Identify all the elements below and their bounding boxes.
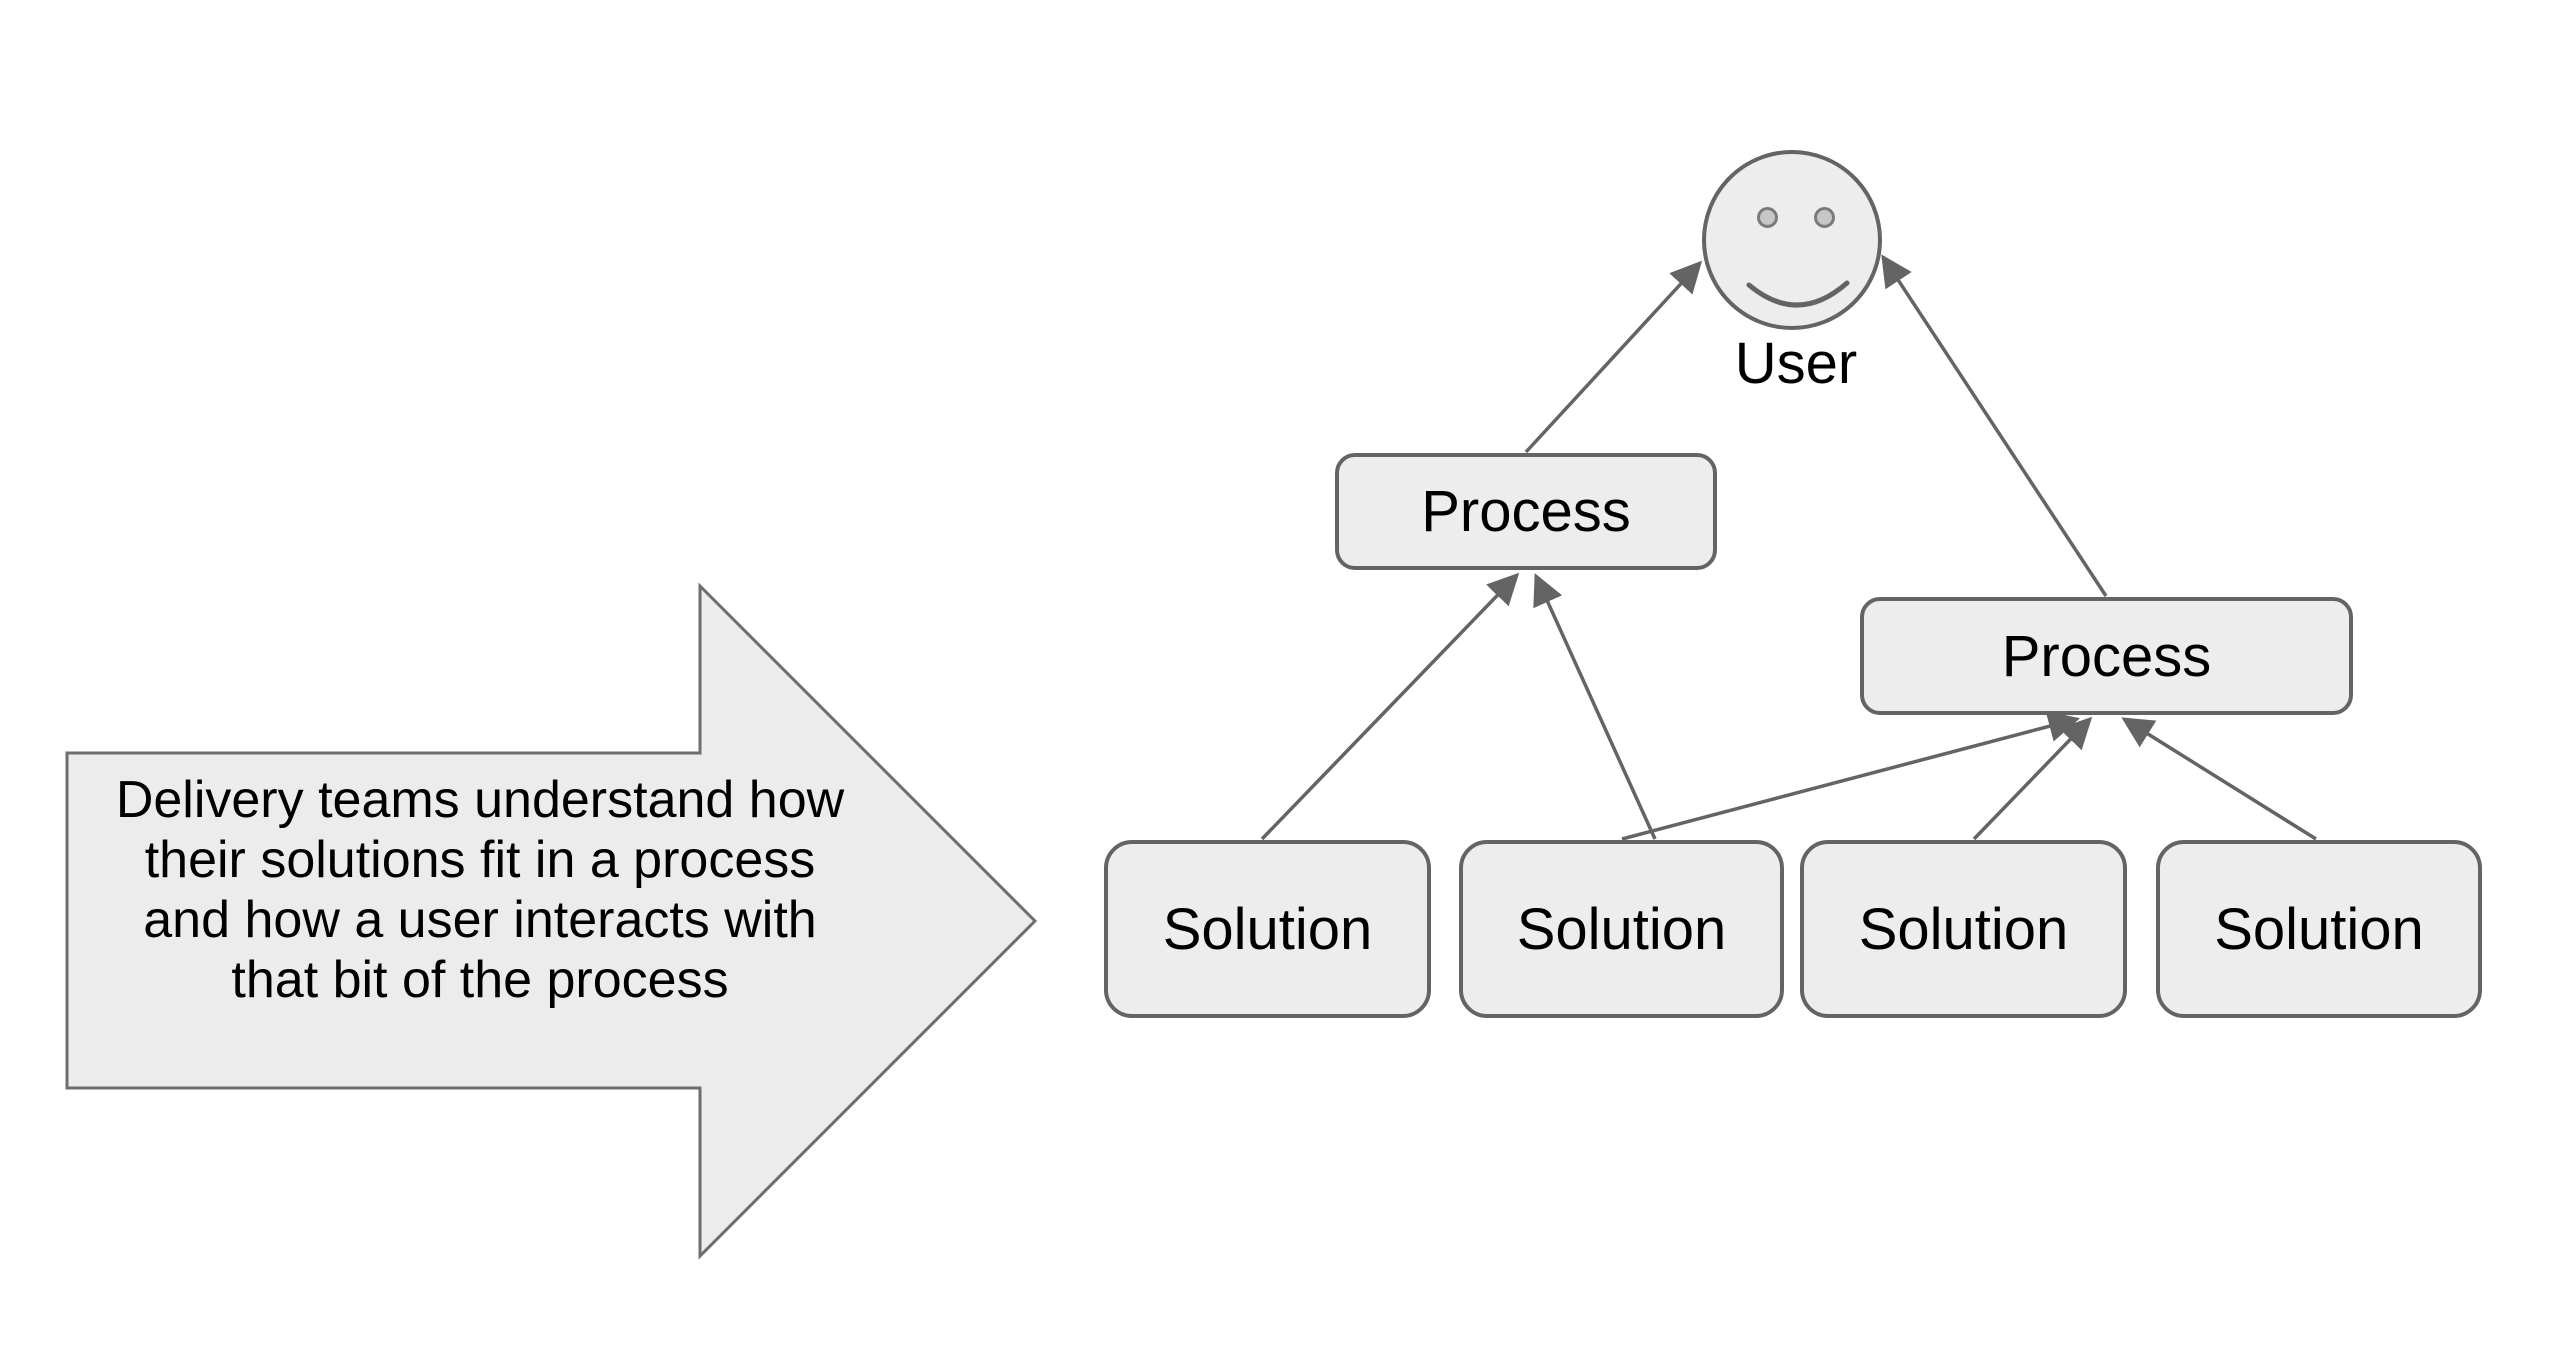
connector-solution4-process2 bbox=[2121, 717, 2317, 841]
process-box-1-label: Process bbox=[1421, 479, 1631, 544]
connector-solution2-process1 bbox=[1533, 573, 1657, 840]
callout-line: their solutions fit in a process bbox=[144, 831, 816, 889]
callout-line: that bit of the process bbox=[231, 951, 729, 1009]
solution-box-2: Solution bbox=[1459, 840, 1784, 1018]
connector-solution2-process2 bbox=[1621, 711, 2081, 841]
solution-box-2-label: Solution bbox=[1516, 896, 1727, 962]
solution-box-4-label: Solution bbox=[2214, 896, 2424, 962]
process-box-2: Process bbox=[1860, 597, 2353, 715]
connector-solution3-process2 bbox=[1972, 716, 2093, 841]
callout-arrow-shape bbox=[65, 582, 1038, 1260]
smiley-right-eye bbox=[1814, 207, 1835, 228]
user-node-label: User bbox=[1734, 331, 1858, 396]
solution-box-3-label: Solution bbox=[1858, 896, 2069, 962]
smiley-smile bbox=[1746, 280, 1850, 308]
solution-box-1: Solution bbox=[1104, 840, 1431, 1018]
process-box-2-label: Process bbox=[2001, 623, 2212, 689]
smiley-left-eye bbox=[1757, 207, 1778, 228]
connector-process1-user bbox=[1524, 260, 1703, 454]
user-smiley-icon bbox=[1702, 150, 1882, 330]
connector-solution1-process1 bbox=[1260, 572, 1520, 841]
solution-box-4: Solution bbox=[2156, 840, 2482, 1018]
callout-line: Delivery teams understand how bbox=[115, 771, 845, 829]
solution-box-3: Solution bbox=[1800, 840, 2127, 1018]
solution-box-1-label: Solution bbox=[1162, 896, 1373, 962]
callout-text: Delivery teams understand how their solu… bbox=[90, 770, 870, 1010]
connector-process2-user bbox=[1881, 254, 2108, 597]
process-box-1: Process bbox=[1335, 453, 1717, 570]
callout-line: and how a user interacts with bbox=[143, 891, 817, 949]
